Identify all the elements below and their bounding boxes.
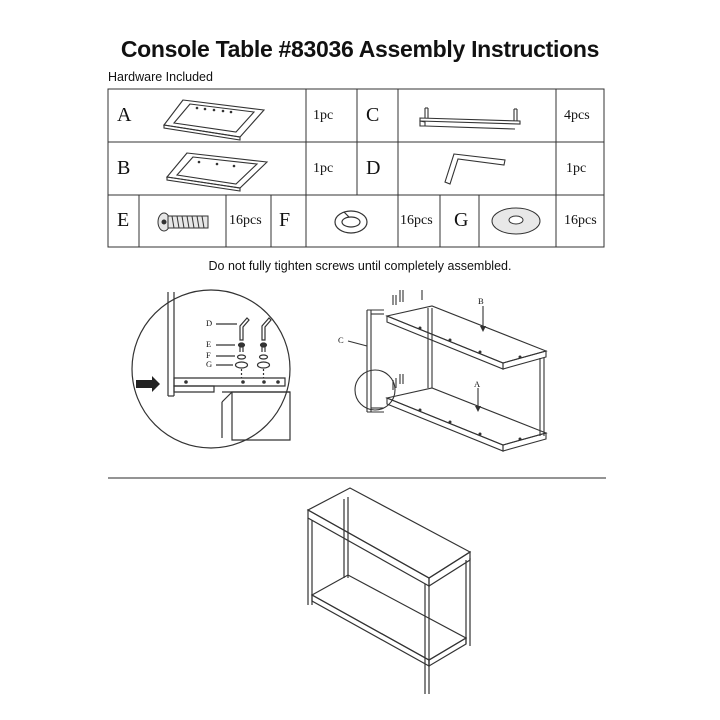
part-c-letter: C — [366, 104, 380, 126]
detail-label-g: G — [206, 359, 213, 369]
part-e-letter: E — [117, 209, 130, 231]
part-b-letter: B — [117, 157, 131, 179]
part-g-drawing — [491, 207, 541, 235]
detail-view — [131, 289, 291, 449]
exploded-view — [347, 290, 548, 452]
part-f-letter: F — [279, 209, 291, 231]
part-f-drawing — [334, 210, 368, 234]
detail-label-d: D — [206, 318, 213, 328]
assembled-table-drawing — [306, 487, 472, 694]
part-e-qty: 16pcs — [229, 213, 262, 228]
exploded-label-c: C — [338, 335, 344, 345]
part-c-drawing — [419, 107, 521, 130]
exploded-label-a: A — [474, 379, 481, 389]
tightening-note: Do not fully tighten screws until comple… — [208, 259, 512, 273]
detail-label-e: E — [206, 339, 212, 349]
part-a-letter: A — [117, 104, 132, 126]
part-d-drawing — [444, 153, 506, 185]
part-b-drawing — [165, 152, 269, 192]
part-a-drawing — [163, 99, 266, 141]
page-title: Console Table #83036 Assembly Instructio… — [120, 36, 600, 62]
part-g-qty: 16pcs — [564, 213, 597, 228]
hardware-table — [107, 88, 605, 248]
part-f-qty: 16pcs — [400, 213, 433, 228]
part-b-qty: 1pc — [313, 161, 334, 176]
exploded-label-b: B — [478, 296, 484, 306]
part-e-drawing — [157, 212, 209, 232]
detail-label-f: F — [206, 350, 211, 360]
hardware-label: Hardware Included — [108, 70, 213, 84]
part-d-qty: 1pc — [566, 161, 587, 176]
part-g-letter: G — [454, 209, 469, 231]
part-d-letter: D — [366, 157, 381, 179]
part-a-qty: 1pc — [313, 108, 334, 123]
part-c-qty: 4pcs — [564, 108, 590, 123]
